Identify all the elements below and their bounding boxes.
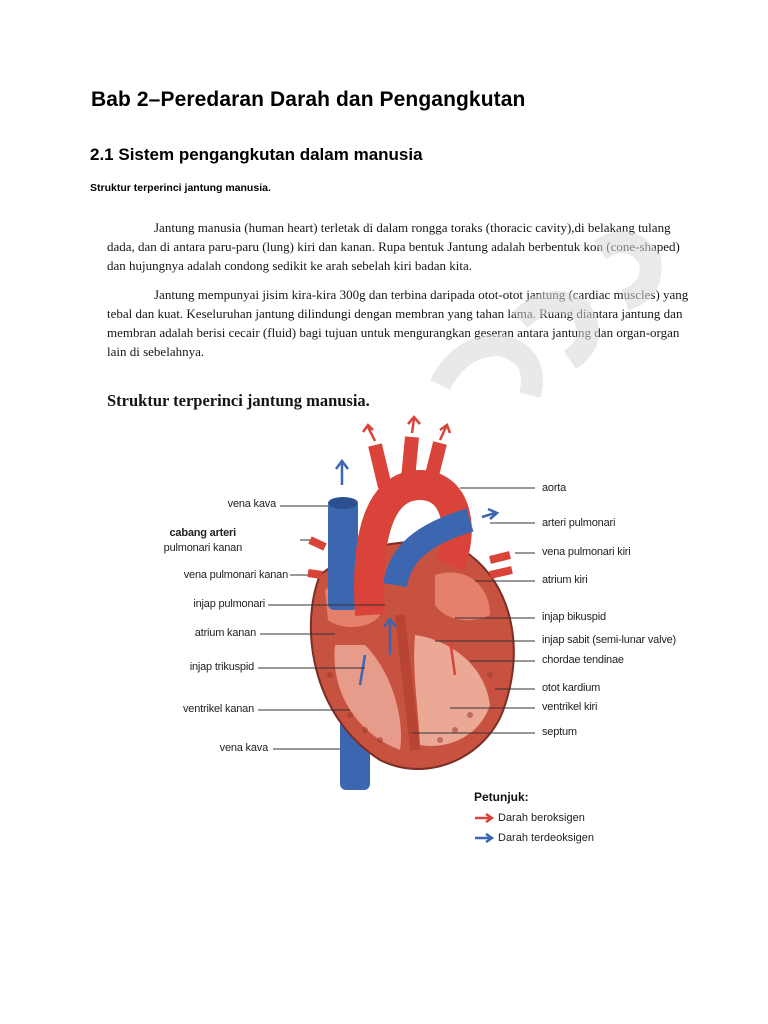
paragraph-location: Jantung manusia (human heart) terletak d… <box>107 218 680 275</box>
paragraph-line: lain di sebelahnya. <box>107 344 205 359</box>
legend-title: Petunjuk: <box>474 790 529 804</box>
otot-kardium-texture <box>327 672 493 743</box>
arteri-pulmonari <box>383 508 474 588</box>
label-atrium-kanan: atrium kanan <box>194 627 256 639</box>
figure-caption: Struktur terperinci jantung manusia. <box>90 182 271 194</box>
heart-diagram <box>258 415 535 790</box>
blue-arrow-icon <box>475 833 495 844</box>
label-chordae-tendinae: chordae tendinae <box>542 654 624 666</box>
paragraph-line: dan hujungnya adalah condong sedikit ke … <box>107 258 472 273</box>
label-injap-trikuspid: injap trikuspid <box>189 661 254 673</box>
legend-oxygenated: Darah beroksigen <box>474 812 585 824</box>
label-pulmonari-kanan: pulmonari kanan <box>163 542 243 554</box>
label-vena-kava-bottom: vena kava <box>219 742 269 754</box>
septum <box>395 614 420 751</box>
vena-kava-superior <box>328 500 358 610</box>
paragraph-mass: Jantung mempunyai jisim kira-kira 300g d… <box>107 285 688 361</box>
red-arrow-icon <box>475 813 495 824</box>
label-aorta: aorta <box>542 482 567 494</box>
legend-oxygenated-label: Darah beroksigen <box>498 812 585 824</box>
label-otot-kardium: otot kardium <box>542 682 601 694</box>
paragraph-line: Jantung mempunyai jisim kira-kira 300g d… <box>154 287 689 302</box>
label-vena-pulmonari-kanan: vena pulmonari kanan <box>183 569 288 581</box>
section-title: 2.1 Sistem pengangkutan dalam manusia <box>90 145 423 164</box>
paragraph-line: tebal dan kuat. Keseluruhan jantung dili… <box>107 306 683 321</box>
label-septum: septum <box>542 726 577 738</box>
label-cabang-arteri: cabang arteri <box>169 527 237 539</box>
ventricle-left-chamber <box>414 635 490 746</box>
paragraph-line: membran adalah berisi cecair (fluid) bag… <box>107 325 680 340</box>
label-injap-pulmonari: injap pulmonari <box>193 598 265 610</box>
label-atrium-kiri: atrium kiri <box>542 574 588 586</box>
label-vena-kava-top: vena kava <box>227 498 277 510</box>
label-vena-pulmonari-kiri: vena pulmonari kiri <box>542 546 631 558</box>
scan-heading: Struktur terperinci jantung manusia. <box>107 391 370 410</box>
label-injap-sabit: injap sabit (semi-lunar valve) <box>542 634 676 646</box>
ventricle-right-chamber <box>334 645 401 750</box>
label-arteri-pulmonari: arteri pulmonari <box>542 517 616 529</box>
atrium-left-chamber <box>435 572 490 621</box>
paragraph-line: Jantung manusia (human heart) terletak d… <box>154 220 671 235</box>
legend-deoxygenated-label: Darah terdeoksigen <box>498 832 595 844</box>
chapter-title: Bab 2–Peredaran Darah dan Pengangkutan <box>91 88 526 111</box>
label-ventrikel-kiri: ventrikel kiri <box>542 701 598 713</box>
label-ventrikel-kanan: ventrikel kanan <box>183 703 254 715</box>
legend-deoxygenated: Darah terdeoksigen <box>474 832 594 844</box>
paragraph-line: dada, dan di antara paru-paru (lung) kir… <box>107 239 680 254</box>
label-injap-bikuspid: injap bikuspid <box>542 611 606 623</box>
